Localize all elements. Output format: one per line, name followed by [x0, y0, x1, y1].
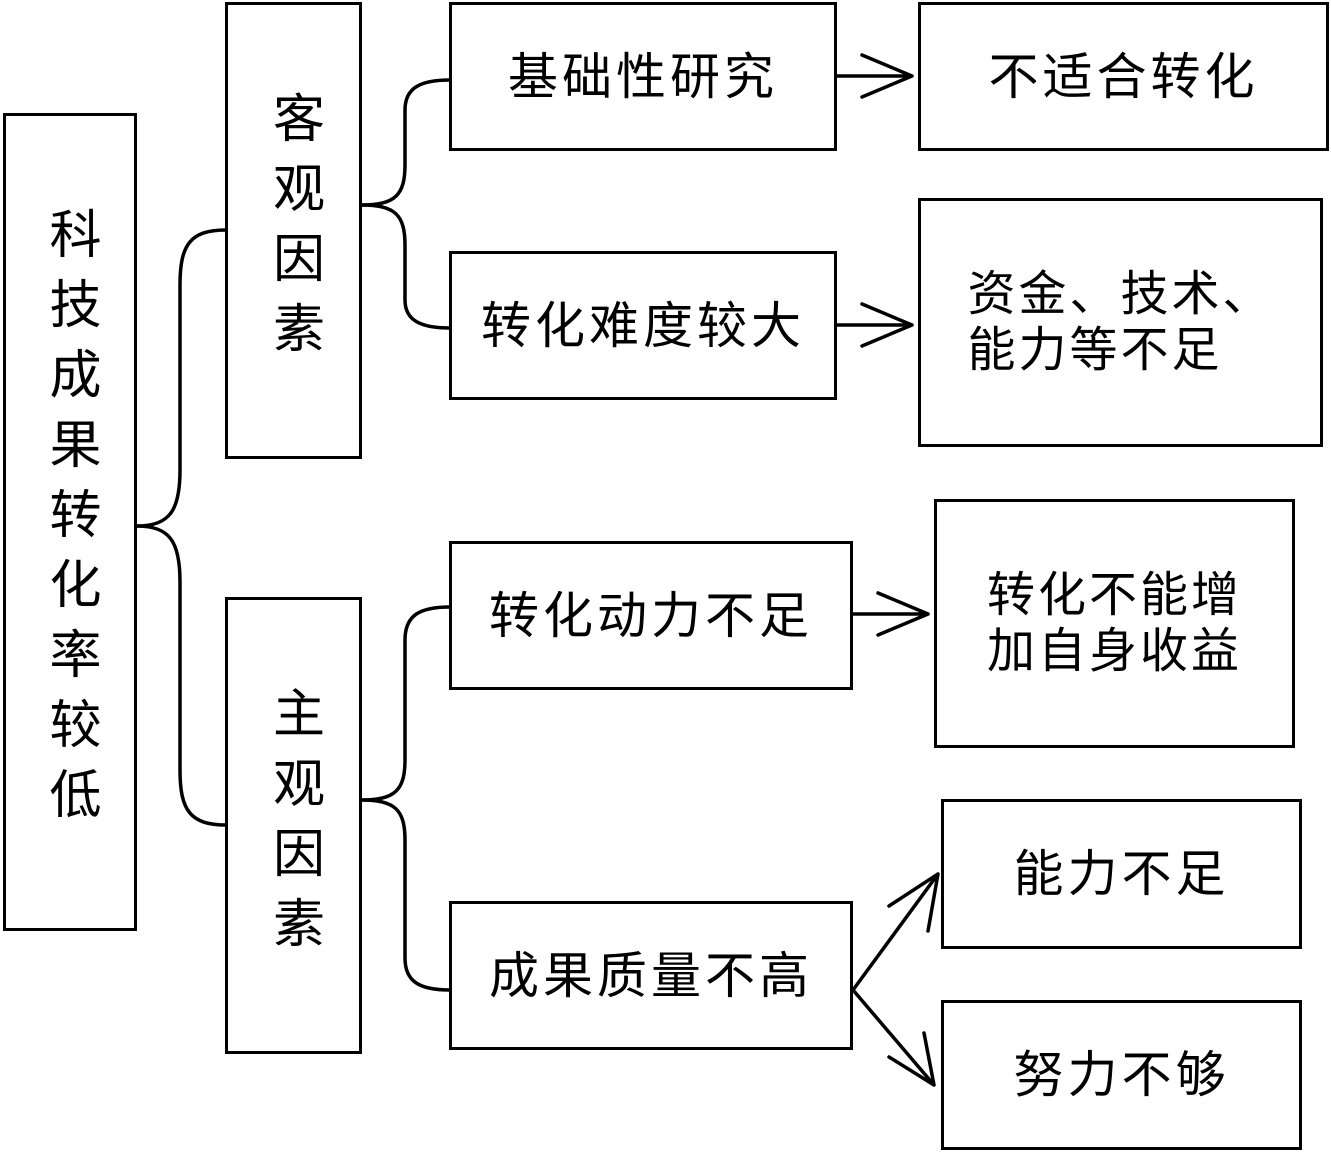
cause-difficulty-label: 转化难度较大 [481, 296, 805, 355]
objective-factors-label: 客观因素 [263, 90, 324, 371]
result-no-benefit: 转化不能增 加自身收益 [934, 499, 1295, 748]
root-brace [135, 228, 228, 528]
result-unsuitable: 不适合转化 [918, 2, 1329, 151]
result-insufficient-resources-line2: 能力等不足 [967, 321, 1223, 378]
subjective-factors-box: 主观因素 [225, 597, 362, 1054]
cause-basic-research: 基础性研究 [449, 2, 837, 151]
result-insufficient-resources-line1: 资金、技术、 [967, 266, 1274, 323]
cause-difficulty: 转化难度较大 [449, 251, 837, 400]
cause-basic-research-label: 基础性研究 [508, 47, 778, 106]
result-ability-lacking: 能力不足 [941, 799, 1302, 949]
result-insufficient-resources: 资金、技术、 能力等不足 [918, 198, 1323, 447]
arrow-basic-research [835, 53, 914, 99]
result-effort-lacking: 努力不够 [941, 1000, 1302, 1150]
cause-quality-label: 成果质量不高 [489, 946, 813, 1005]
result-no-benefit-line1: 转化不能增 [986, 567, 1242, 624]
subjective-brace-lower [360, 798, 452, 992]
root-brace-lower [135, 524, 228, 827]
subjective-factors-label: 主观因素 [263, 685, 324, 966]
arrow-effort [851, 988, 936, 1087]
result-effort-lacking-label: 努力不够 [1013, 1046, 1230, 1104]
root-label: 科技成果转化率较低 [40, 207, 100, 837]
result-ability-lacking-label: 能力不足 [1013, 845, 1230, 903]
objective-factors-box: 客观因素 [225, 2, 362, 459]
subjective-brace-upper [360, 605, 452, 802]
result-unsuitable-label: 不适合转化 [988, 47, 1259, 106]
cause-motivation: 转化动力不足 [449, 541, 853, 690]
result-no-benefit-line2: 加自身收益 [986, 622, 1242, 679]
objective-brace-lower [360, 203, 452, 330]
cause-quality: 成果质量不高 [449, 901, 853, 1050]
arrow-difficulty [835, 302, 914, 348]
arrow-motivation [851, 591, 930, 637]
root-box: 科技成果转化率较低 [3, 113, 137, 931]
objective-brace-upper [360, 78, 452, 207]
cause-motivation-label: 转化动力不足 [489, 586, 813, 645]
arrow-ability [851, 872, 940, 992]
